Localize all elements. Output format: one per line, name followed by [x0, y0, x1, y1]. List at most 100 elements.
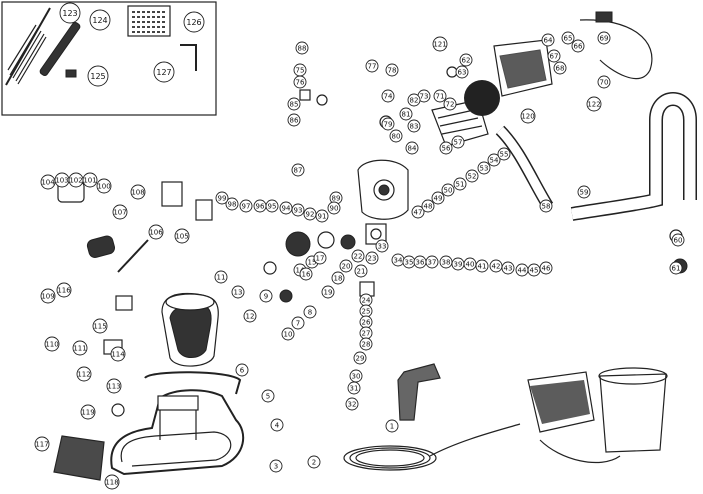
callout-54: 54 [487, 153, 501, 167]
callout-number: 5 [266, 393, 270, 401]
callout-number: 52 [468, 173, 477, 181]
callout-bubble [475, 259, 489, 273]
callout-number: 67 [550, 53, 559, 61]
callout-bubble [313, 251, 327, 265]
callout-94: 94 [279, 201, 293, 215]
callout-96: 96 [253, 199, 267, 213]
callout-number: 22 [354, 253, 363, 261]
callout-36: 36 [413, 255, 427, 269]
callout-bubble [80, 404, 96, 420]
callout-bubble [433, 89, 447, 103]
callout-number: 21 [357, 268, 366, 276]
power-cord [579, 11, 653, 80]
callout-number: 3 [274, 463, 278, 471]
callout-number: 103 [55, 177, 68, 185]
callout-43: 43 [501, 261, 515, 275]
callout-32: 32 [345, 397, 359, 411]
callout-18: 18 [331, 271, 345, 285]
callout-85: 85 [287, 97, 301, 111]
callout-bubble [259, 289, 273, 303]
spray-gun [397, 363, 441, 421]
callout-number: 96 [256, 203, 265, 211]
callout-bubble [44, 336, 60, 352]
callout-number: 85 [290, 101, 299, 109]
callout-9: 9 [259, 289, 273, 303]
inset-callout-125: 125 [87, 65, 109, 87]
callout-number: 110 [45, 341, 58, 349]
callout-28: 28 [359, 337, 373, 351]
callout-number: 81 [402, 111, 411, 119]
callout-42: 42 [489, 259, 503, 273]
callout-118: 118 [104, 474, 120, 490]
callout-number: 98 [228, 201, 237, 209]
callout-bubble [287, 97, 301, 111]
callout-121: 121 [432, 36, 448, 52]
callout-bubble [231, 285, 245, 299]
callout-number: 124 [92, 16, 107, 25]
callout-bubble [439, 141, 453, 155]
callout-bubble [269, 459, 283, 473]
callout-bubble [295, 41, 309, 55]
callout-57: 57 [451, 135, 465, 149]
callout-bubble [253, 199, 267, 213]
callout-bubble [307, 455, 321, 469]
callout-30: 30 [349, 369, 363, 383]
callout-20: 20 [339, 259, 353, 273]
callout-number: 7 [296, 320, 300, 328]
callout-bubble [174, 228, 190, 244]
callout-number: 34 [394, 257, 403, 265]
valve-chain [263, 231, 375, 303]
callout-number: 50 [444, 187, 453, 195]
callout-64: 64 [541, 33, 555, 47]
callout-number: 123 [62, 9, 77, 18]
callout-number: 108 [131, 189, 144, 197]
cleaning-brush [5, 7, 51, 86]
callout-bubble [451, 135, 465, 149]
callout-number: 74 [384, 93, 393, 101]
callout-number: 18 [334, 275, 343, 283]
callout-bubble [453, 177, 467, 191]
callout-bubble [375, 239, 389, 253]
callout-69: 69 [597, 31, 611, 45]
callout-number: 11 [217, 274, 226, 282]
callout-bubble [561, 31, 575, 45]
callout-98: 98 [225, 197, 239, 211]
callout-bubble [243, 309, 257, 323]
callout-number: 58 [542, 203, 551, 211]
callout-bubble [299, 267, 313, 281]
callout-number: 71 [436, 93, 445, 101]
callout-105: 105 [174, 228, 190, 244]
callout-number: 46 [542, 265, 551, 273]
callout-number: 72 [446, 101, 455, 109]
callout-bubble [291, 163, 305, 177]
callout-29: 29 [353, 351, 367, 365]
callout-23: 23 [365, 251, 379, 265]
callout-number: 76 [296, 79, 305, 87]
callout-number: 99 [218, 195, 227, 203]
callout-number: 97 [242, 203, 251, 211]
callout-number: 49 [434, 195, 443, 203]
callout-bubble [541, 33, 555, 47]
callout-number: 88 [298, 45, 307, 53]
callout-number: 41 [478, 263, 487, 271]
callout-bubble [432, 36, 448, 52]
callout-110: 110 [44, 336, 60, 352]
callout-number: 13 [234, 289, 243, 297]
callout-number: 65 [564, 35, 573, 43]
callout-99: 99 [215, 191, 229, 205]
callout-119: 119 [80, 404, 96, 420]
callout-number: 48 [424, 203, 433, 211]
callout-55: 55 [497, 147, 511, 161]
callout-45: 45 [527, 263, 541, 277]
callout-number: 79 [384, 121, 393, 129]
callout-bubble [331, 271, 345, 285]
callout-117: 117 [34, 436, 50, 452]
filter-tool [39, 21, 81, 77]
callout-2: 2 [307, 455, 321, 469]
callout-39: 39 [451, 257, 465, 271]
callout-bubble [92, 318, 108, 334]
callout-number: 113 [107, 383, 120, 391]
callout-109: 109 [40, 288, 56, 304]
accessories-inset [1, 1, 217, 116]
callout-bubble [130, 184, 146, 200]
